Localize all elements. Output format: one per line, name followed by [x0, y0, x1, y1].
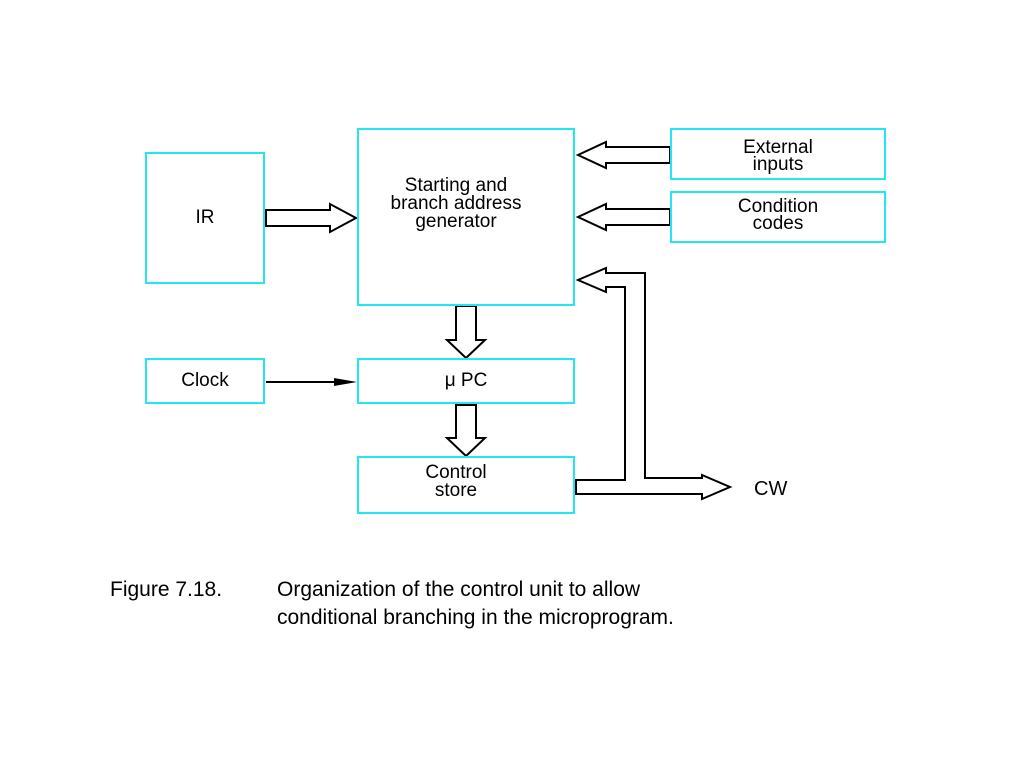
arrow-generator-to-upc — [444, 305, 488, 360]
external-inputs-label: External inputs — [743, 137, 813, 175]
figure-caption-line-2: conditional branching in the microprogra… — [277, 606, 674, 629]
condition-codes-label: Condition codes — [737, 196, 819, 234]
arrow-ir-to-generator — [265, 202, 359, 234]
condition-codes-block: Condition codes — [670, 191, 886, 243]
figure-caption-line-1: Organization of the control unit to allo… — [277, 578, 641, 601]
control-store-label: Control store — [425, 462, 487, 501]
arrow-upc-to-control-store — [444, 404, 488, 458]
clock-label: Clock — [181, 370, 229, 391]
micro-pc-label: μ PC — [444, 370, 488, 391]
address-generator-label: Starting and branch address generator — [390, 175, 522, 232]
ir-block: IR — [145, 152, 265, 284]
figure-number: Figure 7.18. — [110, 578, 223, 601]
arrow-clock-head — [334, 378, 357, 386]
arrow-external-to-generator — [575, 140, 671, 170]
ir-label: IR — [195, 207, 215, 228]
control-store-block: Control store — [357, 456, 575, 514]
clock-block: Clock — [145, 358, 265, 404]
arrow-control-store-to-cw-with-feedback — [575, 266, 733, 501]
external-inputs-block: External inputs — [670, 128, 886, 180]
arrow-condition-to-generator — [575, 202, 671, 232]
cw-output-label: CW — [754, 478, 788, 500]
micro-pc-block: μ PC — [357, 358, 575, 404]
address-generator-block: Starting and branch address generator — [357, 128, 575, 306]
